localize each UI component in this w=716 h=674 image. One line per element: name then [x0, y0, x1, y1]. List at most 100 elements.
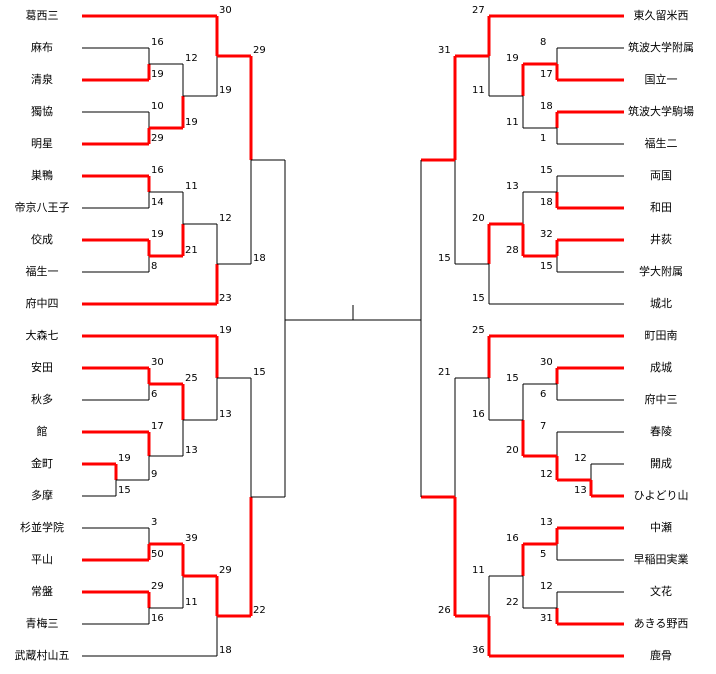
right-r3-match-score-bot: 11 [472, 85, 485, 96]
left-team-label: 平山 [31, 553, 53, 566]
right-r0-match-score-bot: 13 [574, 485, 587, 496]
right-r3-match-score-bot: 15 [472, 293, 485, 304]
left-team-label: 佼成 [31, 233, 53, 246]
right-r1-match-score-top: 30 [540, 357, 553, 368]
left-r3-match-score-bot: 13 [219, 409, 232, 420]
left-r4-match-score-top: 15 [253, 367, 266, 378]
left-r1-match-score-top: 30 [151, 357, 164, 368]
right-r2-match-score-top: 19 [506, 53, 519, 64]
left-r3-match-score-bot: 19 [219, 85, 232, 96]
right-r2-match-score-top: 15 [506, 373, 519, 384]
left-r1-match-score-bot: 14 [151, 197, 164, 208]
left-team-label: 館 [36, 425, 48, 438]
left-team-label: 清泉 [31, 73, 53, 86]
left-r2-match-score-top: 25 [185, 373, 198, 384]
right-r1-match-score-top: 13 [540, 517, 553, 528]
left-r1-match-score-top: 19 [151, 229, 164, 240]
right-r1-match-score-top: 32 [540, 229, 553, 240]
left-team-label: 獨協 [31, 105, 53, 118]
left-r2-match-score-top: 12 [185, 53, 198, 64]
left-r0-match-score-top: 19 [118, 453, 131, 464]
right-team-label: 和田 [650, 201, 672, 214]
right-r1-match-score-bot: 5 [540, 549, 547, 560]
left-r4-match-score-top: 29 [253, 45, 266, 56]
right-team-label: 中瀬 [650, 521, 672, 534]
left-r3-match-score-bot: 23 [219, 293, 232, 304]
right-r3-match-score-top: 11 [472, 565, 485, 576]
left-r1-match-score-top: 10 [151, 101, 164, 112]
left-r3-match-score-bot: 18 [219, 645, 232, 656]
right-r1-match-score-top: 18 [540, 101, 553, 112]
right-r1-match-score-bot: 15 [540, 261, 553, 272]
right-team-label: 学大附属 [639, 265, 683, 278]
left-r3-match-score-top: 19 [219, 325, 232, 336]
right-r1-match-score-bot: 17 [540, 69, 553, 80]
right-team-label: ひよどり山 [633, 489, 689, 502]
left-team-label: 金町 [31, 457, 53, 470]
left-team-label: 福生一 [25, 265, 59, 278]
left-r1-match-score-bot: 19 [151, 69, 164, 80]
left-r1-match-score-bot: 29 [151, 133, 164, 144]
left-team-label: 杉並学院 [20, 521, 64, 534]
left-r2-match-score-bot: 21 [185, 245, 198, 256]
left-team-label: 帝京八王子 [14, 201, 70, 214]
left-r0-match-score-bot: 15 [118, 485, 131, 496]
right-r3-match-score-top: 27 [472, 5, 485, 16]
right-r2-match-score-bot: 11 [506, 117, 519, 128]
left-team-label: 秋多 [31, 393, 53, 406]
left-team-label: 武蔵村山五 [14, 649, 70, 662]
right-r1-match-score-bot: 18 [540, 197, 553, 208]
left-r1-match-score-bot: 50 [151, 549, 164, 560]
right-team-label: 春陵 [650, 425, 672, 438]
right-team-label: 城北 [650, 297, 672, 310]
right-r4-match-score-top: 31 [438, 45, 451, 56]
right-team-label: 筑波大学駒場 [628, 105, 694, 118]
left-team-label: 大森七 [25, 329, 59, 342]
left-r1-match-score-top: 16 [151, 37, 164, 48]
right-r2-match-score-bot: 20 [506, 445, 519, 456]
right-team-label: 国立一 [644, 73, 678, 86]
right-team-label: 井荻 [650, 233, 672, 246]
right-r1-match-score-top: 12 [540, 581, 553, 592]
left-r3-match-score-top: 29 [219, 565, 232, 576]
right-r1-match-score-bot: 6 [540, 389, 547, 400]
left-team-label: 府中四 [25, 297, 59, 310]
right-r3-match-score-bot: 16 [472, 409, 485, 420]
left-team-label: 巣鴨 [31, 169, 53, 182]
right-team-label: 早稲田実業 [633, 553, 689, 566]
left-r1-match-score-bot: 6 [151, 389, 158, 400]
left-r1-match-score-bot: 8 [151, 261, 158, 272]
left-r3-match-score-top: 30 [219, 5, 232, 16]
right-r2-match-score-bot: 28 [506, 245, 519, 256]
left-team-label: 多摩 [31, 489, 53, 502]
right-team-label: あきる野西 [633, 617, 689, 630]
right-team-label: 成城 [650, 361, 672, 374]
left-r4-match-score-bot: 22 [253, 605, 266, 616]
right-r1-match-score-top: 15 [540, 165, 553, 176]
right-team-label: 福生二 [644, 137, 678, 150]
right-r3-match-score-top: 25 [472, 325, 485, 336]
right-team-label: 文花 [650, 585, 672, 598]
right-r4-match-score-bot: 15 [438, 253, 451, 264]
left-r2-match-score-bot: 19 [185, 117, 198, 128]
left-r1-match-score-bot: 16 [151, 613, 164, 624]
left-r2-match-score-bot: 11 [185, 597, 198, 608]
left-r2-match-score-top: 11 [185, 181, 198, 192]
right-r2-match-score-top: 13 [506, 181, 519, 192]
right-team-label: 両国 [650, 169, 672, 182]
left-team-label: 葛西三 [25, 9, 59, 22]
right-team-label: 東久留米西 [633, 9, 689, 22]
right-r4-match-score-top: 21 [438, 367, 451, 378]
right-team-label: 筑波大学附属 [628, 41, 694, 54]
left-team-label: 安田 [31, 361, 53, 374]
right-r3-match-score-top: 20 [472, 213, 485, 224]
left-r1-match-score-top: 29 [151, 581, 164, 592]
left-r4-match-score-bot: 18 [253, 253, 266, 264]
left-team-label: 常盤 [31, 585, 53, 598]
right-team-label: 鹿骨 [650, 649, 672, 662]
right-team-label: 開成 [650, 457, 672, 470]
left-r1-match-score-top: 17 [151, 421, 164, 432]
right-r4-match-score-bot: 26 [438, 605, 451, 616]
